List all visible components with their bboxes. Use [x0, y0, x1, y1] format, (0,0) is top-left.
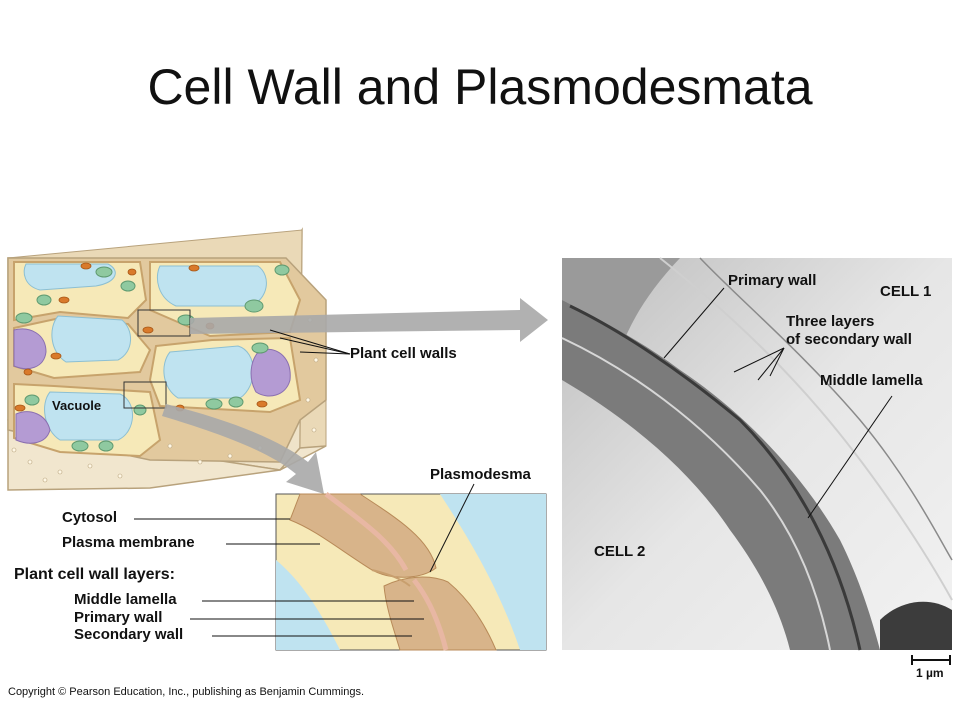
chloroplast-shape — [24, 394, 40, 406]
plasmodesma-leader — [429, 483, 475, 573]
micrograph-shadow — [562, 258, 680, 380]
vacuole-shape — [23, 263, 116, 291]
mitochondrion-shape — [80, 262, 92, 270]
arrow-to-micrograph — [190, 298, 548, 342]
em-label-cell1: CELL 1 — [880, 283, 932, 300]
label-vacuole: Vacuole — [52, 398, 102, 413]
chloroplast-shape — [71, 440, 89, 452]
mitochondrion-shape — [50, 352, 62, 360]
texture-dot — [27, 459, 33, 465]
middle-lamella-upper — [324, 492, 409, 572]
micrograph-wall-layer — [561, 337, 831, 651]
zoom-box-lower — [123, 381, 167, 409]
leader-line — [663, 287, 725, 359]
chloroplast-shape — [95, 266, 113, 278]
texture-dot — [57, 469, 63, 475]
chloroplast-shape — [251, 342, 269, 354]
chloroplast-shape — [274, 264, 290, 276]
micrograph-outer-edge — [659, 257, 953, 601]
chloroplast-shape — [15, 312, 33, 324]
mitochondrion-shape — [188, 264, 200, 272]
leader-line — [279, 337, 351, 355]
plasmodesma-detail — [275, 483, 547, 651]
chloroplast-shape — [228, 396, 244, 408]
detail-vacuole-left — [276, 560, 340, 650]
texture-dot — [87, 463, 93, 469]
chloroplast-shape — [205, 398, 223, 410]
leader-line — [299, 351, 351, 355]
middle-lamella-lower — [412, 578, 449, 651]
em-label-cell2: CELL 2 — [594, 543, 646, 560]
layer-leaders — [134, 518, 424, 637]
texture-dot — [197, 459, 203, 465]
label-secondary-wall: Secondary wall — [74, 626, 184, 643]
leader-line — [269, 329, 351, 355]
label-plasmodesma: Plasmodesma — [430, 466, 531, 483]
label-plasma-membrane: Plasma membrane — [62, 534, 195, 551]
nucleus-shape — [15, 411, 51, 444]
micrograph-dark-blob — [880, 601, 952, 650]
vacuole-shape — [156, 265, 267, 307]
leader-line — [769, 347, 785, 377]
mitochondrion-shape — [23, 368, 33, 376]
em-label-middle-lamella: Middle lamella — [820, 372, 923, 389]
texture-dot — [311, 427, 317, 433]
micrograph-middle-lamella — [569, 304, 862, 651]
em-label-primary-wall: Primary wall — [728, 272, 817, 289]
em-label-three-layers-1: Three layers — [786, 313, 875, 330]
leader-line — [733, 347, 785, 373]
wall-piece-lower — [383, 576, 497, 651]
arrow-to-plasmodesma — [162, 404, 324, 494]
texture-dot — [117, 473, 123, 479]
label-primary-wall: Primary wall — [74, 609, 163, 626]
mitochondrion-shape — [14, 404, 26, 412]
vacuoles — [23, 263, 267, 441]
detail-vacuole-right — [440, 494, 546, 650]
leader-line — [807, 395, 893, 519]
texture-dot — [11, 447, 17, 453]
label-wall-layers-heading: Plant cell wall layers: — [14, 566, 175, 583]
texture-dot — [167, 443, 173, 449]
electron-micrograph — [561, 257, 953, 665]
chloroplast-shape — [244, 299, 264, 313]
mitochondrion-shape — [127, 268, 137, 276]
scale-bar — [911, 655, 951, 665]
micrograph-outer-edge2 — [699, 257, 953, 561]
vacuole-shape — [163, 345, 254, 399]
chloroplast-shape — [98, 440, 114, 452]
texture-dot — [227, 453, 233, 459]
nucleus-shape — [13, 328, 47, 370]
plant-cell-walls-leaders — [269, 329, 351, 355]
texture-dot — [42, 477, 48, 483]
mitochondrion-shape — [58, 296, 70, 304]
copyright-notice: Copyright © Pearson Education, Inc., pub… — [8, 686, 365, 698]
vacuole-shape — [51, 315, 131, 363]
nuclei — [13, 328, 291, 444]
scale-bar-label: 1 µm — [916, 666, 944, 680]
plasmodesma-channel — [371, 569, 411, 587]
micrograph-leaders — [663, 287, 893, 519]
texture-dot — [313, 357, 319, 363]
chloroplast-shape — [133, 404, 147, 416]
tissue-block — [7, 227, 327, 491]
vacuole-shape — [44, 391, 133, 441]
nucleus-shape — [250, 348, 291, 397]
mitochondrion-shape — [142, 326, 154, 334]
slide-title: Cell Wall and Plasmodesmata — [147, 59, 813, 115]
chloroplast-shape — [120, 280, 136, 292]
mitochondrion-shape — [256, 400, 268, 408]
micrograph-wall-band — [562, 300, 880, 650]
label-cytosol: Cytosol — [62, 509, 118, 526]
em-label-three-layers-2: of secondary wall — [786, 331, 912, 348]
leader-line — [757, 347, 785, 381]
label-middle-lamella: Middle lamella — [74, 591, 177, 608]
label-plant-cell-walls: Plant cell walls — [350, 345, 457, 362]
texture-dot — [305, 397, 311, 403]
chloroplast-shape — [36, 294, 52, 306]
